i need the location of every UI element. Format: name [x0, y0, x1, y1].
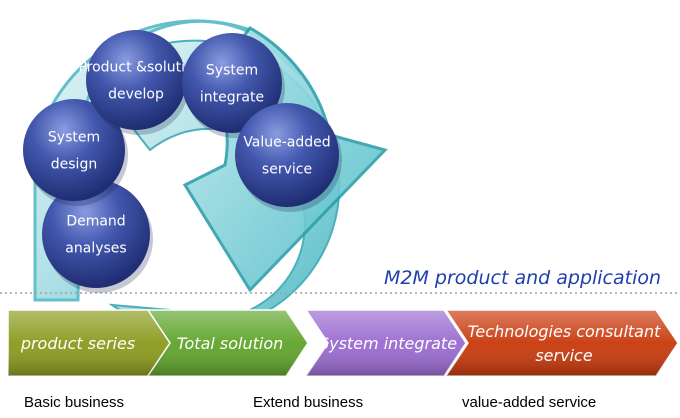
ball-label: analyses: [65, 241, 126, 257]
ball-shape: [182, 33, 282, 133]
ball-label: design: [51, 157, 97, 173]
ball-label: Demand: [66, 214, 125, 230]
ball-shape: [235, 103, 339, 207]
chevron-label: product series: [20, 334, 135, 353]
stage-chevrons: product series Total solution System integ…: [7, 309, 679, 377]
cycle-ball-5: Value-added service: [235, 103, 342, 212]
stage-chevron-1: product series: [7, 309, 171, 377]
chevron-gloss: [148, 310, 308, 376]
business-label-extend: Extend business: [253, 394, 364, 411]
ball-label: service: [262, 162, 312, 178]
chevron-gloss: [8, 310, 170, 376]
chevron-gloss: [446, 310, 678, 376]
chevron-label: service: [535, 346, 592, 365]
cycle-ball-2: System design: [23, 99, 128, 206]
chevron-gloss: [306, 310, 466, 376]
ball-label: develop: [108, 87, 164, 103]
ball-label: Product &solutio: [78, 60, 193, 76]
business-label-basic: Basic business: [24, 394, 125, 411]
ball-label: Value-added: [243, 135, 330, 151]
cycle-ball-1: Demand analyses: [42, 180, 153, 293]
ball-shape: [42, 180, 150, 288]
stage-chevron-2: Total solution: [146, 309, 309, 377]
business-label-value-added: value-added service: [462, 394, 597, 411]
cycle-balls: Demand analyses System design Product &solut…: [23, 30, 342, 293]
ball-label: integrate: [200, 90, 264, 106]
stage-chevron-3: System integrate: [304, 309, 467, 377]
ball-shape: [23, 99, 125, 201]
ball-label: System: [48, 130, 100, 146]
ball-label: System: [206, 63, 258, 79]
chevron-label: Technologies consultant: [468, 322, 661, 341]
stage-chevron-4: Technologies consultant service: [444, 309, 679, 377]
chevron-label: Total solution: [177, 334, 284, 353]
chevron-label: System integrate: [319, 334, 457, 353]
cycle-ball-3: Product &solutio develop: [78, 30, 194, 135]
ball-shape: [86, 30, 186, 130]
diagram-heading: M2M product and application: [384, 267, 661, 289]
